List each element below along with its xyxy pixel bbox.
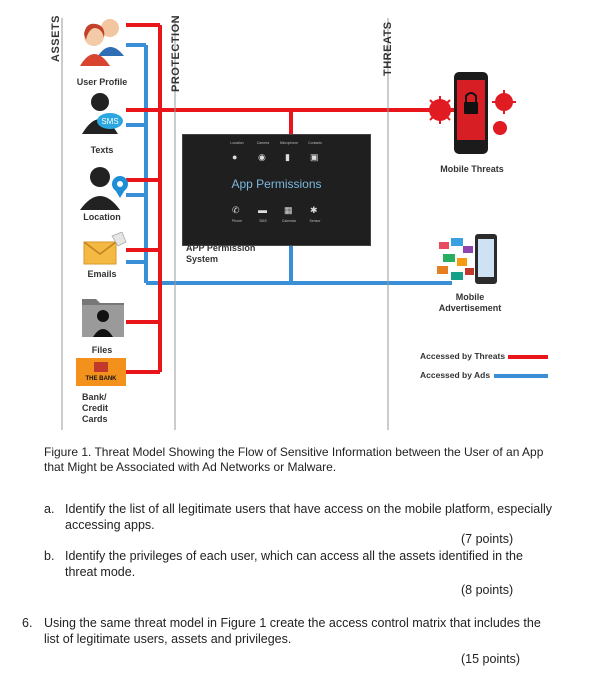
question-b-points: (8 points) [461,583,514,597]
asset-label-files: Files [91,345,113,355]
threat-flow-lines [126,23,455,374]
location-icon [80,167,128,210]
asset-label-emails: Emails [87,269,117,279]
question-6-points: (15 points) [461,652,521,666]
sms-icon: ▬ [258,205,267,215]
threats-column-label: THREATS [382,21,394,76]
app-permission-system-line2: System [186,254,219,264]
question-a-points: (7 points) [461,532,514,546]
figure-caption: Figure 1. Threat Model Showing the Flow … [44,445,544,474]
emails-icon [83,232,127,265]
asset-label-bank-line3: Cards [82,414,108,424]
perm-contacts-label: Contacts [308,141,322,145]
perm-phone-label: Phone [231,219,243,223]
app-permission-system-line1: APP Permission [186,243,256,253]
flow-lines [61,18,455,430]
column-separators [61,18,389,430]
question-a-marker: a. [44,502,55,516]
app-permissions-panel: Location Camera Microphone Contacts ● ◉ … [182,134,371,246]
threat-label-mobile-advertisement: Mobile Advertisement [430,292,510,314]
perm-location-label: Location [230,141,244,145]
bank-card-icon: THE BANK [76,358,126,386]
legend-ads-swatch [494,374,548,378]
perm-microphone-label: Microphone [279,141,299,145]
asset-label-bank-line2: Credit [82,403,109,413]
sensor-icon: ✱ [310,205,318,215]
question-a-text: Identify the list of all legitimate user… [65,502,553,532]
texts-icon: SMS [82,93,123,134]
assets-column-label: ASSETS [50,14,62,62]
asset-label-user-profile: User Profile [76,77,128,87]
question-6-marker: 6. [22,616,33,630]
asset-label-texts: Texts [90,145,114,155]
perm-camera-label: Camera [256,141,270,145]
bank-badge: THE BANK [86,376,118,382]
sms-badge: SMS [101,117,118,126]
question-6-text: Using the same threat model in Figure 1 … [44,616,541,646]
permissions-panel-title: App Permissions [231,177,322,191]
protection-column-label: PROTECTION [170,14,182,92]
asset-label-bank-line1: Bank/ [82,392,107,402]
microphone-icon: ▮ [285,152,290,162]
threat-label-mobile-threats: Mobile Threats [440,164,504,174]
phone-icon: ✆ [232,205,240,215]
perm-calendar-label: Calendar [281,219,297,223]
perm-sensor-label: Sensor [309,219,321,223]
mobile-threats-icon [426,72,516,154]
app-permission-system-label: APP Permission System [186,243,255,265]
calendar-icon: ▦ [284,205,293,215]
location-pin-icon: ● [232,152,238,162]
files-icon [82,299,124,337]
asset-label-bank: Bank/ Credit Cards [82,392,122,425]
legend-threats-label: Accessed by Threats [420,351,506,361]
ad-flow-lines [126,43,452,285]
question-b-marker: b. [44,549,55,563]
mobile-ads-icon [437,234,497,284]
perm-sms-label: SMS [259,219,267,223]
question-b-text: Identify the privileges of each user, wh… [65,549,523,579]
user-profile-icon [80,19,124,66]
camera-icon: ◉ [258,152,266,162]
contacts-icon: ▣ [310,152,319,162]
threat-label-ads-line2: Advertisement [438,303,502,313]
threat-label-ads-line1: Mobile [455,292,485,302]
asset-label-location: Location [83,212,121,222]
legend-ads-label: Accessed by Ads [420,370,491,380]
legend-threats-swatch [508,355,548,359]
